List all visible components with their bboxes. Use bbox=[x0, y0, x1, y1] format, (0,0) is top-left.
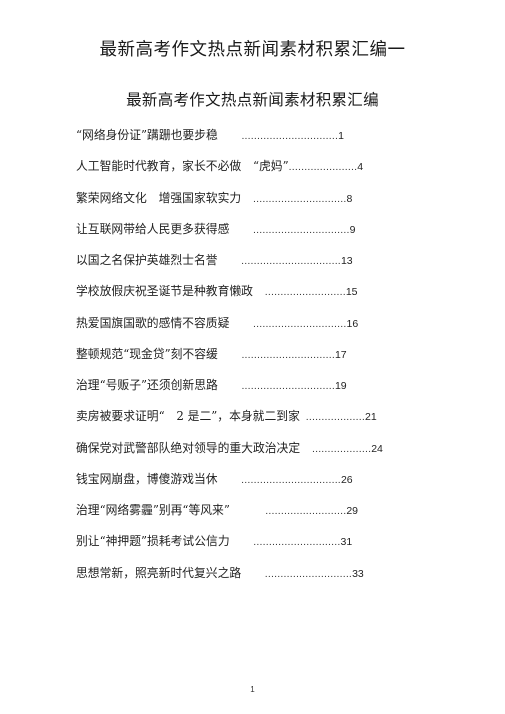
toc-entry-page: 26 bbox=[340, 473, 353, 486]
toc-entry-title: 别让“神押题”损耗考试公信力 bbox=[76, 534, 230, 549]
toc-entry-title: 卖房被要求证明“ 2 是二”，本身就二到家 bbox=[76, 409, 300, 424]
toc-heading: 最新高考作文热点新闻素材积累汇编 bbox=[126, 91, 379, 109]
toc-entry[interactable]: 钱宝网崩盘，博傻游戏当休 ...........................… bbox=[76, 470, 496, 501]
toc-entry[interactable]: “网络身份证”蹒跚也要步稳 ..........................… bbox=[76, 126, 496, 157]
toc-entry-page: 31 bbox=[340, 536, 353, 549]
toc-entry-leader: ................... bbox=[311, 442, 372, 455]
toc-entry-title: “网络身份证”蹒跚也要步稳 bbox=[76, 128, 218, 142]
toc-entry[interactable]: 治理“号贩子”还须创新思路 ..........................… bbox=[76, 376, 496, 407]
toc-entry-leader: .............................. bbox=[241, 380, 335, 392]
table-of-contents: “网络身份证”蹒跚也要步稳 ..........................… bbox=[76, 126, 496, 595]
toc-entry-title: 学校放假庆祝圣诞节是种教育懒政 bbox=[76, 284, 253, 299]
toc-entry-page: 16 bbox=[346, 317, 359, 330]
toc-entry-page: 1 bbox=[338, 130, 344, 142]
toc-entry[interactable]: 繁荣网络文化 增强国家软实力 .........................… bbox=[76, 189, 496, 220]
toc-entry-page: 4 bbox=[357, 161, 364, 174]
toc-entry[interactable]: 热爱国旗国歌的感情不容质疑 ..........................… bbox=[76, 314, 496, 345]
toc-entry-page: 29 bbox=[346, 505, 359, 517]
toc-entry-leader: .......................... bbox=[264, 286, 346, 299]
toc-entry-page: 8 bbox=[346, 192, 353, 205]
toc-entry-title: 人工智能时代教育，家长不必做 “虎妈” bbox=[76, 159, 289, 174]
toc-entry-page: 15 bbox=[345, 286, 358, 299]
toc-entry-page: 33 bbox=[352, 567, 364, 580]
toc-entry-page: 21 bbox=[365, 411, 377, 424]
toc-entry-leader: ............................... bbox=[241, 130, 339, 142]
toc-entry-title: 繁荣网络文化 增强国家软实力 bbox=[76, 190, 242, 205]
toc-entry-title: 整顿规范“现金贷”刻不容缓 bbox=[76, 346, 218, 361]
toc-entry-page: 13 bbox=[340, 255, 353, 267]
toc-entry-title: 让互联网带给人民更多获得感 bbox=[76, 221, 230, 236]
toc-entry-leader: .......................... bbox=[265, 505, 347, 517]
toc-entry-leader: ................................ bbox=[241, 255, 341, 267]
toc-entry-title: 治理“网络雾霾”别再“等风来” bbox=[76, 503, 230, 517]
toc-entry-leader: ................................ bbox=[241, 473, 341, 486]
toc-entry[interactable]: 思想常新，照亮新时代复兴之路 .........................… bbox=[76, 564, 496, 595]
toc-entry-title: 以国之名保护英雄烈士名誉 bbox=[76, 253, 218, 267]
toc-entry[interactable]: 整顿规范“现金贷”刻不容缓 ..........................… bbox=[76, 345, 496, 376]
toc-entry-leader: ............................... bbox=[252, 223, 350, 236]
toc-entry-leader: .............................. bbox=[252, 317, 347, 330]
toc-entry[interactable]: 以国之名保护英雄烈士名誉 ...........................… bbox=[76, 251, 496, 282]
toc-entry[interactable]: 卖房被要求证明“ 2 是二”，本身就二到家 ..................… bbox=[76, 407, 496, 438]
toc-entry-page: 17 bbox=[334, 348, 347, 361]
toc-entry[interactable]: 让互联网带给人民更多获得感 ..........................… bbox=[76, 220, 496, 251]
toc-entry-page: 9 bbox=[349, 223, 356, 236]
toc-entry[interactable]: 学校放假庆祝圣诞节是种教育懒政 ........................… bbox=[76, 282, 496, 313]
toc-entry[interactable]: 人工智能时代教育，家长不必做 “虎妈”.....................… bbox=[76, 157, 496, 188]
toc-entry-title: 热爱国旗国歌的感情不容质疑 bbox=[76, 315, 230, 330]
toc-entry-title: 钱宝网崩盘，博傻游戏当休 bbox=[76, 471, 218, 486]
toc-entry[interactable]: 别让“神押题”损耗考试公信力 .........................… bbox=[76, 532, 496, 563]
toc-entry[interactable]: 治理“网络雾霾”别再“等风来” ........................… bbox=[76, 501, 496, 532]
page-number: 1 bbox=[250, 685, 255, 694]
toc-entry-title: 思想常新，照亮新时代复兴之路 bbox=[76, 565, 242, 580]
toc-entry-leader: ............................ bbox=[264, 567, 353, 580]
toc-entry-leader: ...................... bbox=[288, 161, 358, 174]
toc-entry-title: 治理“号贩子”还须创新思路 bbox=[76, 378, 218, 392]
toc-entry-page: 19 bbox=[334, 380, 347, 392]
toc-entry-page: 24 bbox=[371, 442, 383, 455]
toc-entry[interactable]: 确保党对武警部队绝对领导的重大政治决定 ...................2… bbox=[76, 439, 496, 470]
page-title: 最新高考作文热点新闻素材积累汇编一 bbox=[99, 40, 406, 60]
toc-entry-leader: ............................ bbox=[253, 536, 341, 549]
toc-entry-leader: .............................. bbox=[252, 192, 347, 205]
toc-entry-leader: ................... bbox=[305, 411, 366, 424]
toc-entry-leader: .............................. bbox=[241, 348, 335, 361]
toc-entry-title: 确保党对武警部队绝对领导的重大政治决定 bbox=[76, 440, 301, 455]
